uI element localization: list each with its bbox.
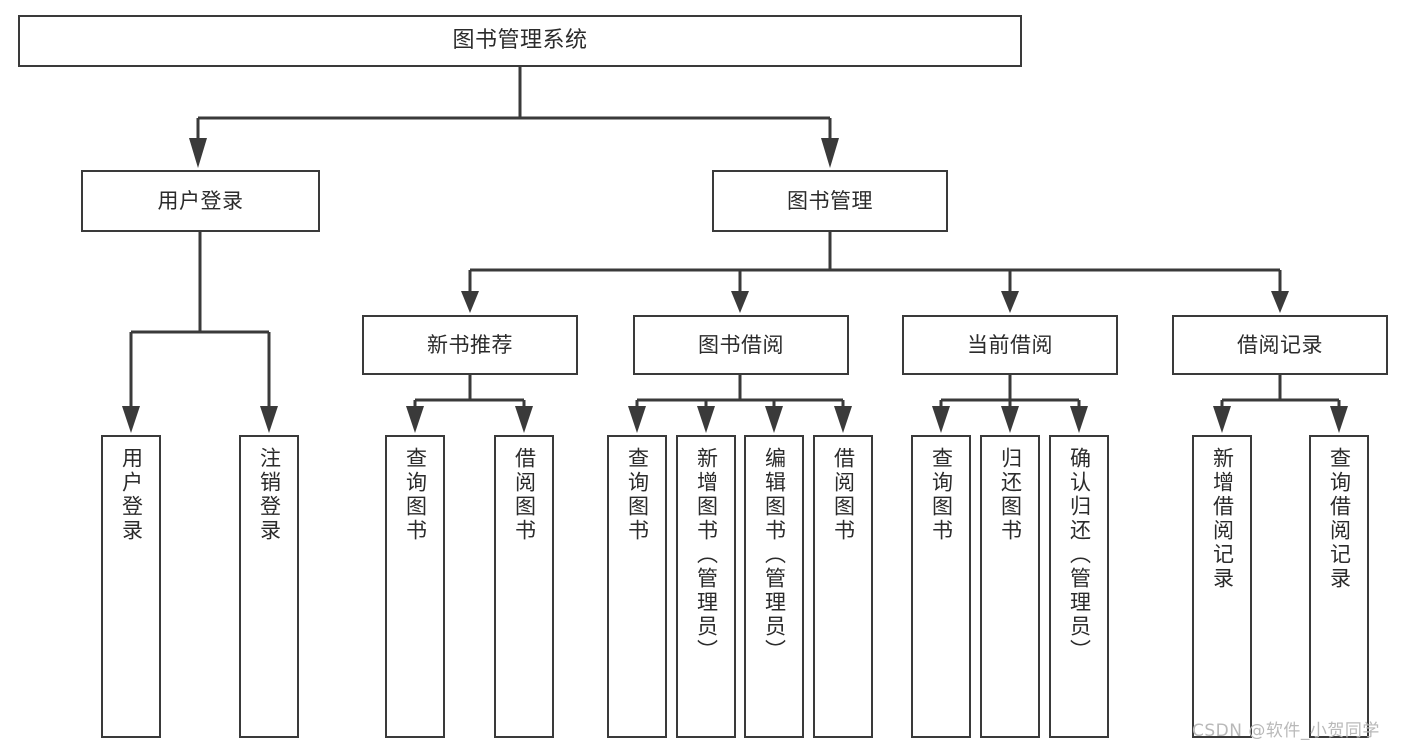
node-user-login[interactable]: 用户登录 [81, 170, 320, 232]
node-borrow-record[interactable]: 借阅记录 [1172, 315, 1388, 375]
node-book-management[interactable]: 图书管理 [712, 170, 948, 232]
node-leaf-add-book[interactable]: 新增图书（管理员） [676, 435, 736, 738]
node-label: 图书借阅 [698, 332, 784, 357]
node-label: 归还图书 [998, 447, 1023, 543]
node-leaf-borrow-book-1[interactable]: 借阅图书 [494, 435, 554, 738]
node-leaf-confirm-return[interactable]: 确认归还（管理员） [1049, 435, 1109, 738]
node-book-borrow[interactable]: 图书借阅 [633, 315, 849, 375]
arrowheads [122, 138, 1348, 433]
node-label: 查询借阅记录 [1327, 447, 1352, 591]
node-leaf-return-book[interactable]: 归还图书 [980, 435, 1040, 738]
node-label: 用户登录 [157, 188, 244, 213]
node-root-system[interactable]: 图书管理系统 [18, 15, 1022, 67]
node-leaf-user-login[interactable]: 用户登录 [101, 435, 161, 738]
node-label: 编辑图书（管理员） [762, 447, 787, 663]
node-label: 图书管理系统 [452, 28, 588, 54]
node-leaf-query-book-1[interactable]: 查询图书 [385, 435, 445, 738]
node-new-book-recommend[interactable]: 新书推荐 [362, 315, 578, 375]
node-label: 查询图书 [403, 447, 428, 543]
node-label: 用户登录 [119, 447, 144, 543]
node-label: 查询图书 [625, 447, 650, 543]
node-label: 借阅图书 [831, 447, 856, 543]
node-label: 新增借阅记录 [1210, 447, 1235, 591]
node-current-borrow[interactable]: 当前借阅 [902, 315, 1118, 375]
node-label: 当前借阅 [967, 332, 1053, 357]
node-leaf-add-borrow-record[interactable]: 新增借阅记录 [1192, 435, 1252, 738]
node-label: 新增图书（管理员） [694, 447, 719, 663]
node-label: 图书管理 [787, 188, 873, 213]
node-label: 借阅记录 [1237, 332, 1323, 357]
node-label: 注销登录 [257, 447, 282, 543]
node-leaf-query-borrow-record[interactable]: 查询借阅记录 [1309, 435, 1369, 738]
node-label: 查询图书 [929, 447, 954, 543]
node-label: 确认归还（管理员） [1067, 447, 1092, 663]
node-label: 新书推荐 [427, 332, 513, 357]
node-leaf-query-book-2[interactable]: 查询图书 [607, 435, 667, 738]
node-leaf-logout[interactable]: 注销登录 [239, 435, 299, 738]
node-leaf-edit-book[interactable]: 编辑图书（管理员） [744, 435, 804, 738]
node-leaf-query-book-3[interactable]: 查询图书 [911, 435, 971, 738]
node-leaf-borrow-book-2[interactable]: 借阅图书 [813, 435, 873, 738]
node-label: 借阅图书 [512, 447, 537, 543]
